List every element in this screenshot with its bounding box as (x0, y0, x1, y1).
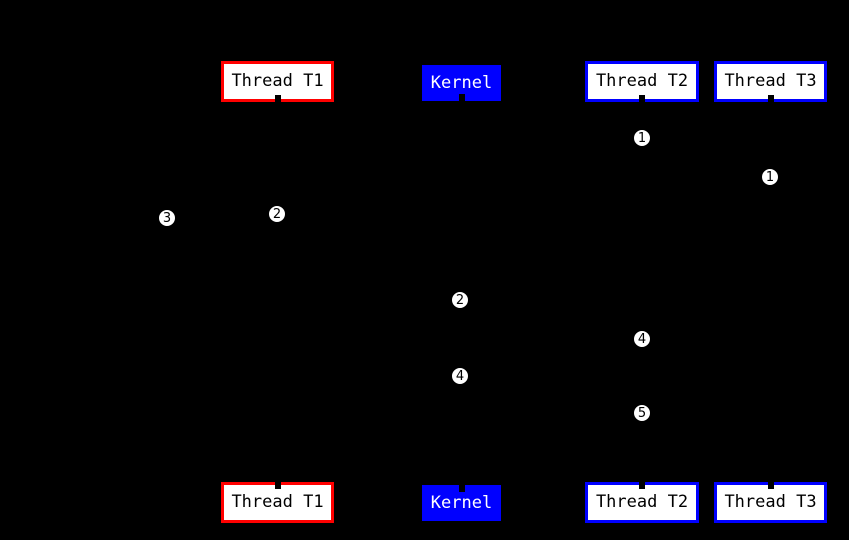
step-marker-5: 5 (633, 404, 651, 422)
node-thread-t2-bottom: Thread T2 (585, 481, 699, 523)
node-label-kernel-bottom: Kernel (430, 492, 493, 513)
node-label-thread-t3-top: Thread T3 (724, 71, 817, 91)
step-marker-label: 4 (455, 368, 465, 384)
lifeline-notch (767, 481, 774, 489)
step-marker-2: 2 (268, 205, 286, 223)
lifeline-notch (274, 95, 281, 103)
node-kernel-top: Kernel (422, 65, 501, 102)
node-thread-t2-top: Thread T2 (585, 61, 699, 103)
lifeline-notch (458, 484, 465, 492)
step-marker-3: 3 (158, 209, 176, 227)
step-marker-label: 2 (455, 292, 465, 308)
node-thread-t1-top: Thread T1 (221, 61, 334, 103)
step-marker-label: 5 (637, 405, 647, 421)
step-marker-4: 4 (633, 330, 651, 348)
lifeline-notch (639, 481, 645, 489)
step-marker-label: 3 (162, 210, 172, 226)
node-kernel-bottom: Kernel (422, 484, 501, 521)
step-marker-4: 4 (451, 367, 469, 385)
step-marker-1: 1 (761, 168, 779, 186)
node-label-thread-t2-top: Thread T2 (595, 71, 689, 91)
step-marker-label: 1 (765, 169, 775, 185)
node-label-thread-t2-bottom: Thread T2 (595, 492, 689, 512)
step-marker-1: 1 (633, 129, 651, 147)
step-marker-label: 1 (637, 130, 647, 146)
lifeline-notch (274, 481, 281, 489)
step-marker-label: 2 (272, 206, 282, 222)
node-label-thread-t3-bottom: Thread T3 (724, 492, 817, 512)
step-marker-2: 2 (451, 291, 469, 309)
node-thread-t3-top: Thread T3 (714, 61, 827, 103)
node-label-thread-t1-top: Thread T1 (231, 71, 324, 91)
step-marker-label: 4 (637, 331, 647, 347)
node-thread-t3-bottom: Thread T3 (714, 481, 827, 523)
lifeline-notch (767, 95, 774, 103)
lifeline-notch (458, 94, 465, 102)
node-thread-t1-bottom: Thread T1 (221, 481, 334, 523)
lifeline-notch (639, 95, 645, 103)
node-label-kernel-top: Kernel (430, 72, 493, 93)
node-label-thread-t1-bottom: Thread T1 (231, 492, 324, 512)
